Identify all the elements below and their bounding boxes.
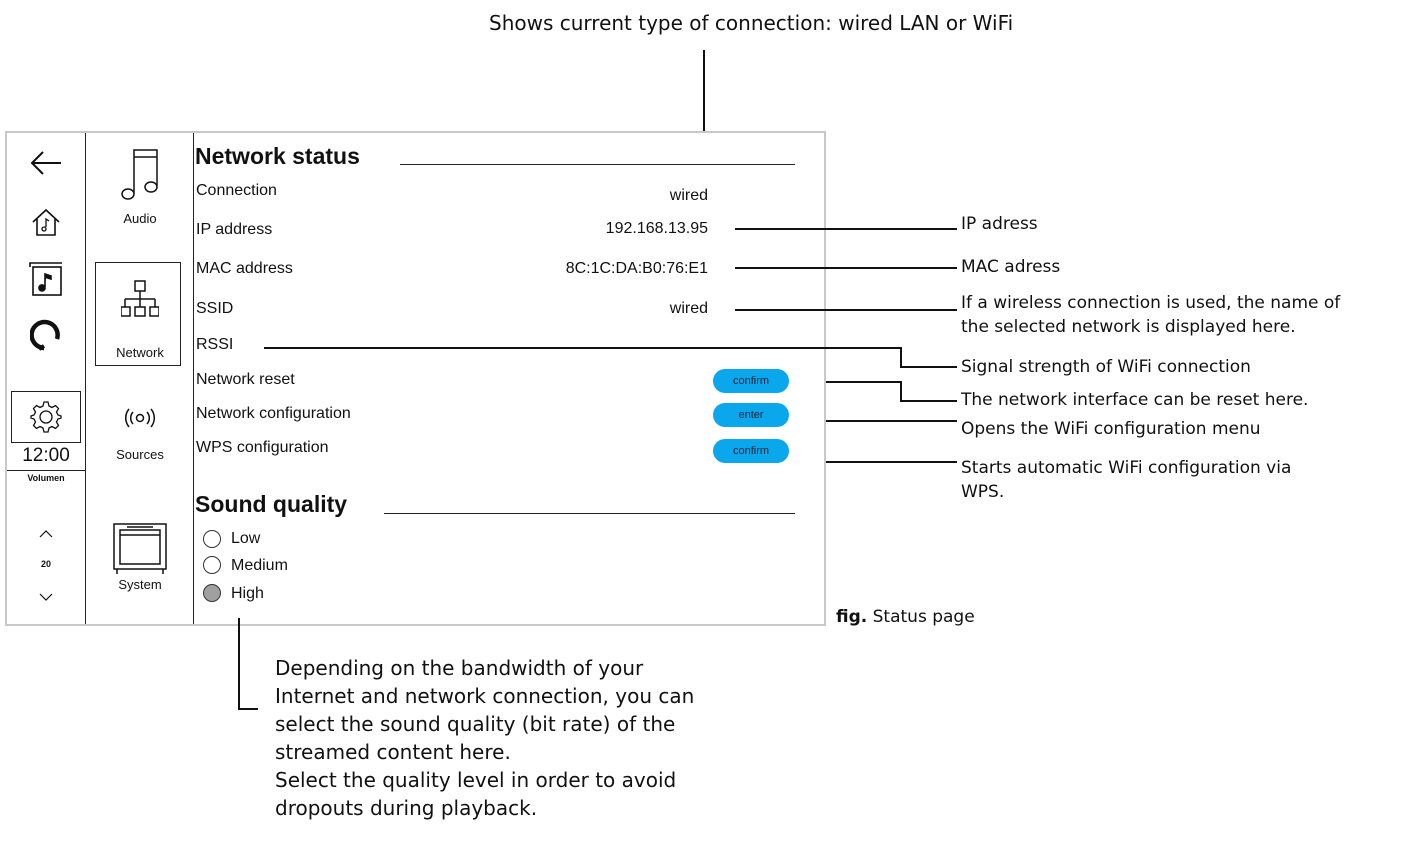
network-config-enter-button[interactable]: enter xyxy=(713,403,789,427)
figure-caption: fig. Status page xyxy=(836,606,975,629)
leader-sound-b xyxy=(238,708,258,710)
annotation-ssid-line1: If a wireless connection is used, the na… xyxy=(961,293,1341,313)
category-network-selected-frame xyxy=(95,262,181,366)
volume-label: Volumen xyxy=(27,473,65,483)
annotation-sound-line: dropouts during playback. xyxy=(275,796,538,820)
row-ip-value: 192.168.13.95 xyxy=(605,220,708,237)
row-mac-value: 8C:1C:DA:B0:76:E1 xyxy=(565,260,708,277)
annotation-sound-line: streamed content here. xyxy=(275,740,511,764)
leader-rssi-c xyxy=(900,366,957,368)
leader-rssi-a xyxy=(264,347,901,349)
leader-sound-a xyxy=(238,618,240,710)
radio-high-selected[interactable] xyxy=(203,584,221,602)
leader-connection xyxy=(703,50,705,174)
network-status-rule xyxy=(400,164,795,165)
annotation-ssid-line2: the selected network is displayed here. xyxy=(961,317,1296,337)
volume-value: 20 xyxy=(40,559,51,569)
radio-low-label: Low xyxy=(231,530,261,547)
annotation-sound-line: Select the quality level in order to avo… xyxy=(275,768,677,792)
annotation-wps-line2: WPS. xyxy=(961,482,1005,502)
network-tree-icon xyxy=(120,280,160,317)
category-label: System xyxy=(118,577,162,592)
leader-ip xyxy=(735,228,957,230)
home-icon[interactable] xyxy=(7,205,85,239)
sound-quality-title: Sound quality xyxy=(195,491,348,517)
row-mac-label: MAC address xyxy=(196,260,293,277)
row-rssi-label: RSSI xyxy=(196,336,234,353)
row-connection-label: Connection xyxy=(196,182,277,199)
settings-gear-icon[interactable] xyxy=(7,391,85,443)
category-label: Network xyxy=(116,345,164,360)
category-audio[interactable]: Audio xyxy=(86,147,194,226)
leader-ssid xyxy=(735,309,957,311)
row-network-reset-label: Network reset xyxy=(196,371,295,388)
leader-rssi-b xyxy=(900,347,902,367)
row-ssid-label: SSID xyxy=(196,300,234,317)
leader-reset-b xyxy=(900,381,902,401)
volume-down-icon[interactable] xyxy=(7,589,85,605)
sound-quality-rule xyxy=(384,513,795,514)
annotation-sound-line: Depending on the bandwidth of your xyxy=(275,656,644,680)
annotation-rssi: Signal strength of WiFi connection xyxy=(961,357,1251,377)
clock-divider xyxy=(7,470,85,471)
back-arrow-icon[interactable] xyxy=(7,145,85,181)
annotation-sound-quality: Depending on the bandwidth of your Inter… xyxy=(275,654,694,822)
clock: 12:00 xyxy=(22,445,70,466)
row-ssid-value: wired xyxy=(669,300,708,317)
leader-reset-a xyxy=(826,381,902,383)
annotation-reset: The network interface can be reset here. xyxy=(961,390,1309,410)
network-reset-confirm-button[interactable]: confirm xyxy=(713,369,789,393)
category-system[interactable]: System xyxy=(86,523,194,592)
row-connection-value: wired xyxy=(669,187,708,204)
category-network[interactable]: Network xyxy=(86,279,194,360)
radio-high-label: High xyxy=(231,585,264,602)
device-icon xyxy=(113,523,167,574)
leader-wps xyxy=(826,461,957,463)
network-status-title: Network status xyxy=(195,143,360,169)
category-sources[interactable]: Sources xyxy=(86,407,194,462)
rail-divider xyxy=(85,133,86,624)
annotation-wps-line1: Starts automatic WiFi configuration via xyxy=(961,458,1292,478)
annotation-sound-line: select the sound quality (bit rate) of t… xyxy=(275,712,676,736)
radio-medium-label: Medium xyxy=(231,557,288,574)
music-note-icon xyxy=(121,149,158,200)
annotation-config: Opens the WiFi configuration menu xyxy=(961,419,1261,439)
annotation-ip: IP adress xyxy=(961,214,1038,234)
alexa-ring-icon[interactable] xyxy=(7,315,85,355)
wps-config-confirm-button[interactable]: confirm xyxy=(713,439,789,463)
wireless-broadcast-icon xyxy=(125,408,155,428)
radio-medium[interactable] xyxy=(203,556,221,574)
figure-caption-text: Status page xyxy=(872,607,975,627)
category-divider xyxy=(193,133,194,624)
category-label: Sources xyxy=(116,447,164,462)
album-icon[interactable] xyxy=(7,259,85,299)
leader-mac xyxy=(735,267,957,269)
annotation-sound-line: Internet and network connection, you can xyxy=(275,684,695,708)
row-network-config-label: Network configuration xyxy=(196,405,351,422)
figure-caption-prefix: fig. xyxy=(836,607,868,627)
device-screen: 12:00 Volumen 20 Audio Network Sources S… xyxy=(5,131,826,626)
leader-reset-c xyxy=(900,400,957,402)
row-ip-label: IP address xyxy=(196,221,273,238)
volume-up-icon[interactable] xyxy=(7,525,85,541)
annotation-connection-type: Shows current type of connection: wired … xyxy=(489,11,1014,35)
annotation-mac: MAC adress xyxy=(961,257,1061,277)
row-wps-config-label: WPS configuration xyxy=(196,439,329,456)
radio-low[interactable] xyxy=(203,530,221,548)
leader-config xyxy=(826,420,957,422)
category-label: Audio xyxy=(123,211,157,226)
